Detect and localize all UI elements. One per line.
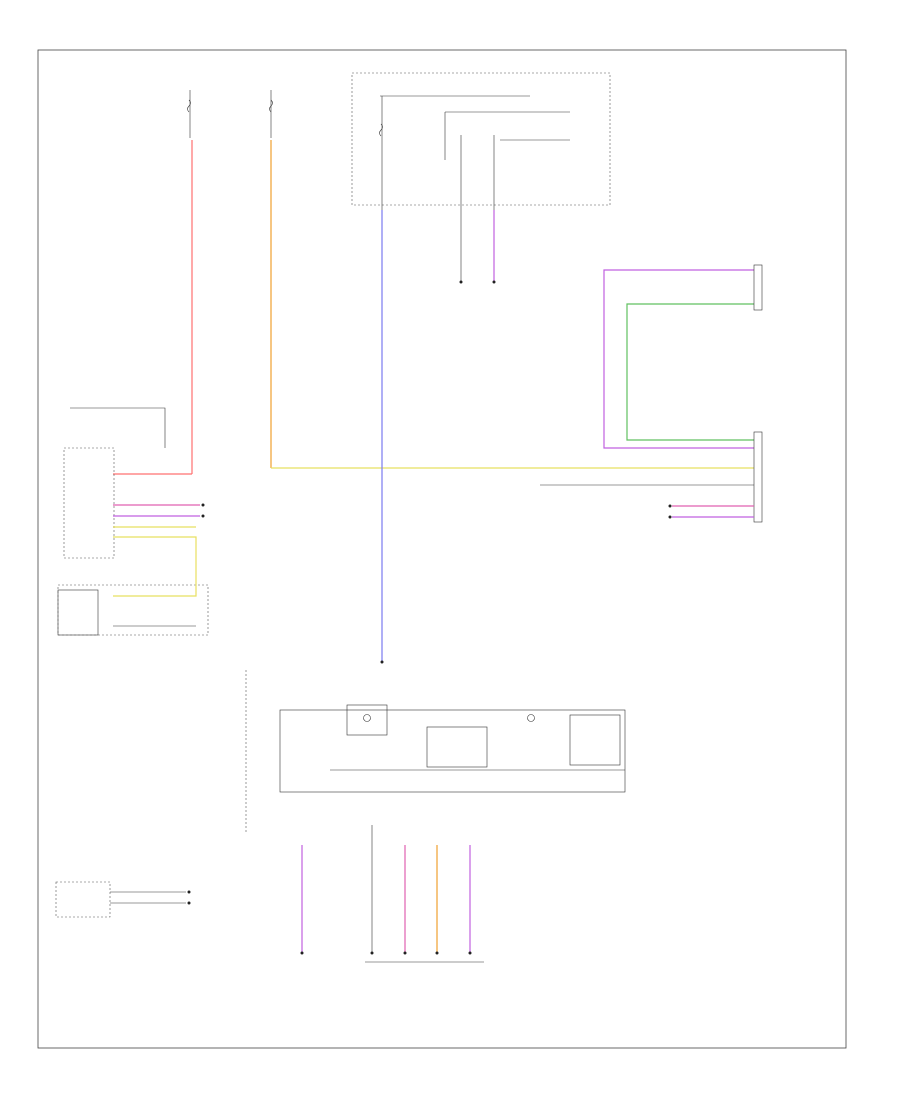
panel-switch-box	[426, 726, 488, 768]
lamp-icon	[363, 714, 371, 722]
panel-right-box	[569, 714, 621, 766]
wire-violet-loop	[603, 269, 754, 449]
left-module-top	[63, 447, 115, 559]
junction-box	[351, 72, 611, 206]
panel-lamp-box	[346, 704, 388, 736]
lamp-icon	[527, 714, 535, 722]
wire-top-left-harness	[70, 407, 166, 448]
left-module-frame	[57, 584, 209, 636]
wire-left-yellow-down	[113, 536, 197, 597]
bottom-left-module	[55, 881, 111, 918]
page-border	[37, 49, 847, 1049]
right-top-module	[753, 264, 763, 311]
control-panel	[279, 709, 626, 793]
connector-icon	[187, 280, 672, 955]
wire-green-loop	[626, 303, 754, 441]
left-module-bottom	[57, 589, 99, 636]
right-mid-module	[753, 431, 763, 523]
